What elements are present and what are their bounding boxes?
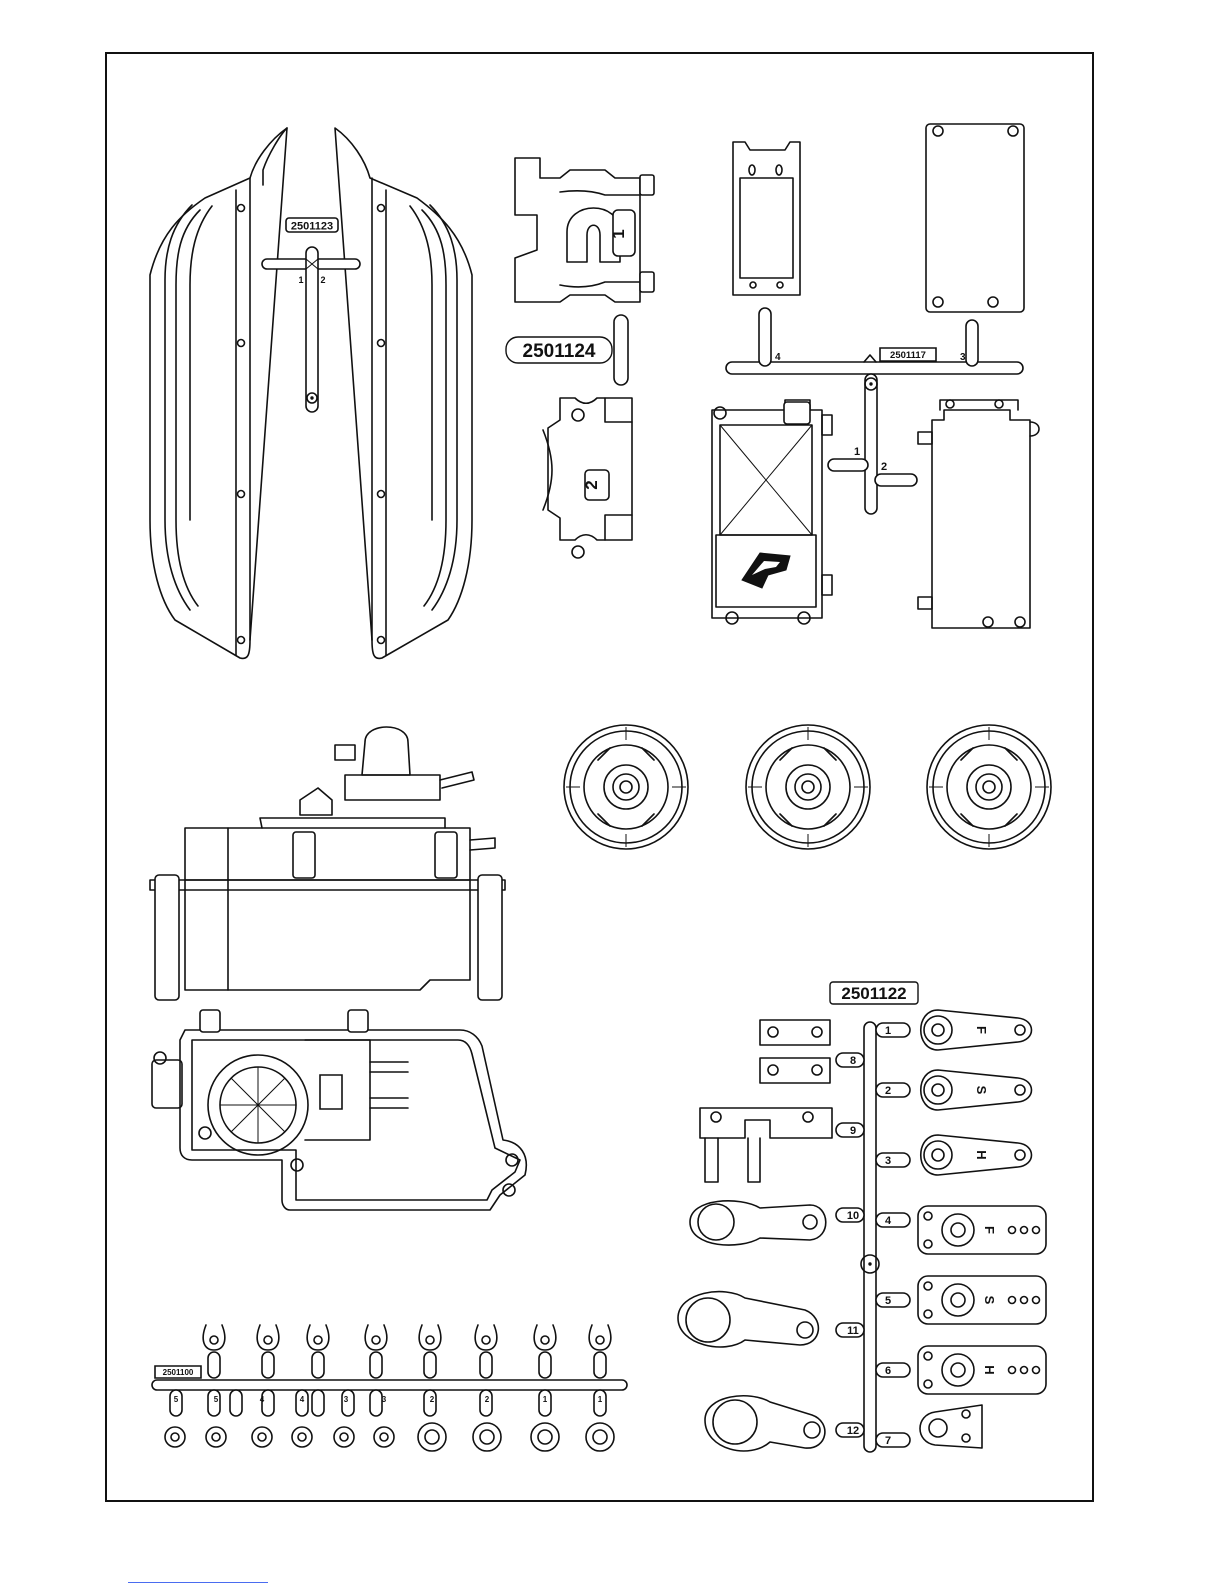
gate-label: 3	[344, 1395, 349, 1404]
washer	[531, 1423, 559, 1451]
steering-arm-2	[678, 1292, 818, 1347]
sprue-gate: 7	[876, 1433, 910, 1447]
gate-label: 4	[260, 1395, 265, 1404]
part-code-2501124: 2501124	[523, 341, 596, 362]
receiver-box-cover	[926, 124, 1024, 312]
washers	[165, 1423, 614, 1451]
gate-label: 2	[881, 461, 887, 473]
part-code-2501122: 2501122	[841, 984, 906, 1003]
link-plate-1	[760, 1020, 830, 1045]
sprue-gate: 10	[836, 1208, 864, 1222]
gate-label: 2	[430, 1395, 435, 1404]
fuel-tank-side	[150, 727, 505, 1000]
gate-label: 9	[850, 1125, 856, 1137]
sprue-gate: 1	[876, 1023, 910, 1037]
sprue-gate: 11	[836, 1323, 864, 1337]
receiver-box-housing	[918, 400, 1039, 628]
washer	[586, 1423, 614, 1451]
gate-label: 1	[543, 1395, 548, 1404]
brace-sprue: 2501124	[506, 315, 628, 385]
gate-label: 8	[850, 1055, 856, 1067]
servo-horns: F S H F S H	[918, 1010, 1046, 1448]
gate-label: 10	[847, 1210, 859, 1222]
washer	[252, 1427, 272, 1447]
gate-label: 2	[885, 1085, 891, 1097]
gate-label: 1	[609, 229, 628, 238]
gate-label: 2	[320, 275, 325, 285]
gate-label: 7	[885, 1435, 891, 1447]
sprue-gate: 8	[836, 1053, 864, 1067]
servo-horn-wide: S	[918, 1276, 1046, 1324]
ball-cup	[307, 1325, 329, 1416]
side-guard-left	[150, 128, 287, 658]
sprue-gate: 12	[836, 1423, 864, 1437]
servo-horn-single: H	[921, 1135, 1032, 1175]
receiver-box-lid	[733, 142, 800, 295]
servo-horn-single: F	[921, 1010, 1032, 1050]
sprue-gate: 9	[836, 1123, 864, 1137]
steering-arm-3	[705, 1396, 825, 1451]
part-code-2501117: 2501117	[890, 350, 926, 361]
washer	[292, 1427, 312, 1447]
upper-brace: 1	[515, 158, 654, 302]
sprue-gate: 2	[876, 1083, 910, 1097]
washer	[473, 1423, 501, 1451]
throttle-bracket	[700, 1108, 832, 1182]
wheel-hub-3	[927, 725, 1051, 849]
wheel-hub-1	[564, 725, 688, 849]
horn-letter: F	[974, 1026, 989, 1034]
gate-label: 4	[300, 1395, 305, 1404]
sprue-gate: 3	[876, 1153, 910, 1167]
gate-label: 5	[214, 1395, 219, 1404]
side-guard-right	[335, 128, 472, 658]
servo-horn-small	[920, 1405, 982, 1448]
gate-label: 5	[174, 1395, 179, 1404]
footer-rule	[128, 1582, 268, 1583]
gate-label: 11	[847, 1325, 859, 1337]
gate-label: 1	[854, 446, 860, 458]
gate-label: 3	[382, 1395, 387, 1404]
sprue-gate: 5	[876, 1293, 910, 1307]
ball-cup-gate	[230, 1390, 242, 1416]
gate-label: 4	[885, 1215, 892, 1227]
gate-label: 1	[885, 1025, 891, 1037]
guard-sprue: 2501123 1 2	[262, 218, 360, 412]
horn-letter: S	[974, 1086, 989, 1095]
receiver-box-base	[712, 400, 832, 624]
gate-label: 6	[885, 1365, 891, 1377]
ball-cup-sprue: 2501100	[152, 1366, 627, 1390]
fuel-tank-top	[152, 1010, 526, 1210]
part-code-2501100: 2501100	[163, 1368, 194, 1377]
washer	[334, 1427, 354, 1447]
sprue-gate: 6	[876, 1363, 910, 1377]
gate-label: 3	[885, 1155, 891, 1167]
receiver-box-sprue: 4 3 2501117 1 2	[726, 308, 1023, 514]
washer	[374, 1427, 394, 1447]
horn-letter: F	[982, 1226, 997, 1234]
gate-label: 2	[485, 1395, 490, 1404]
horn-letter: S	[982, 1296, 997, 1305]
washer	[418, 1423, 446, 1451]
gate-label: 12	[847, 1425, 859, 1437]
washer	[165, 1427, 185, 1447]
gate-label: 4	[775, 352, 781, 363]
gate-label: 1	[298, 275, 303, 285]
link-plate-2	[760, 1058, 830, 1083]
horn-letter: H	[974, 1150, 989, 1159]
gate-label: 3	[960, 352, 966, 363]
sprue-gate: 4	[876, 1213, 910, 1227]
steering-arm-1	[690, 1201, 826, 1245]
gate-label: 1	[598, 1395, 603, 1404]
lower-brace: 2	[543, 398, 632, 558]
gate-label: 5	[885, 1295, 891, 1307]
servo-horn-wide: H	[918, 1346, 1046, 1394]
part-code-2501123: 2501123	[291, 221, 333, 233]
horn-letter: H	[982, 1365, 997, 1374]
wheel-hub-2	[746, 725, 870, 849]
washer	[206, 1427, 226, 1447]
servo-horn-wide: F	[918, 1206, 1046, 1254]
gate-label: 2	[582, 480, 601, 489]
servo-horn-single: S	[921, 1070, 1032, 1110]
